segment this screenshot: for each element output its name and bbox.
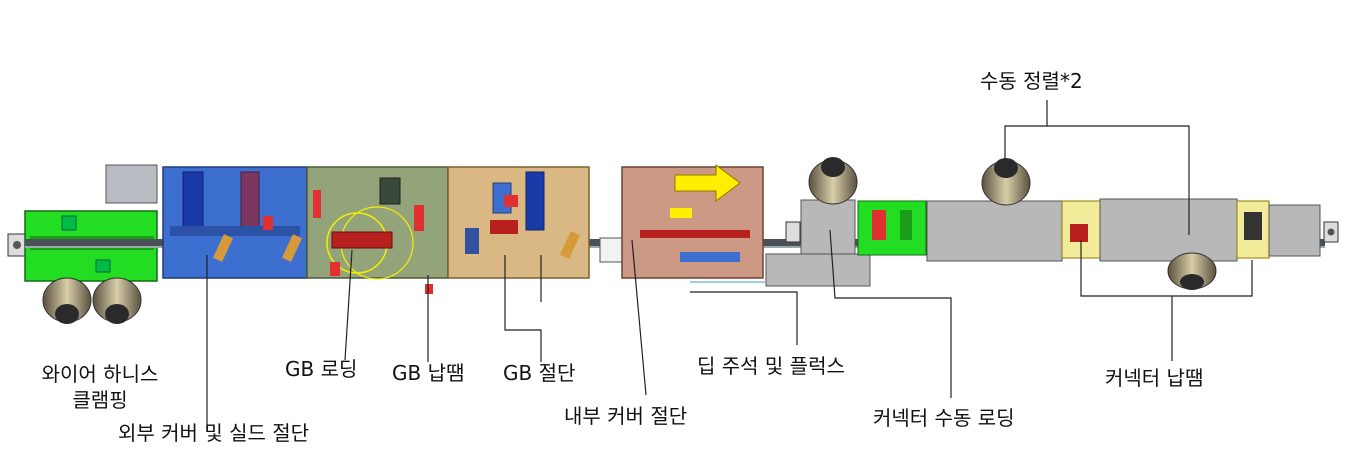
label-gb-loading: GB 로딩: [285, 357, 358, 381]
label-wire-harness-line1: 와이어 하니스: [41, 362, 159, 386]
olive-station: [306, 166, 449, 279]
gray-station-end: [1268, 204, 1321, 257]
leader-lines: [206, 100, 1253, 430]
gray-station-3: [1099, 198, 1238, 262]
label-connector-soldering: 커넥터 납땜: [1105, 366, 1204, 390]
leader-connector-manual: [829, 229, 952, 398]
label-gb-soldering: GB 납땜: [392, 361, 465, 385]
direction-arrow: [674, 164, 741, 202]
operator-figure-1: [42, 277, 92, 324]
lower-gray-block: [765, 253, 871, 287]
gray-station-2: [926, 200, 1063, 262]
label-gb-cutting: GB 절단: [503, 361, 576, 385]
leader-gb-cutting: [504, 255, 542, 362]
leader-connector-solder: [1080, 240, 1253, 297]
operator-figure-2: [92, 277, 142, 324]
label-inner-cover-cut: 내부 커버 절단: [564, 404, 688, 428]
label-connector-manual-loading: 커넥터 수동 로딩: [873, 406, 1015, 430]
label-manual-alignment: 수동 정렬*2: [980, 69, 1083, 93]
gray-box: [105, 164, 158, 204]
leader-dip-tin: [690, 291, 798, 345]
label-wire-harness-line2: 클램핑: [72, 388, 128, 412]
label-dip-tin-flux: 딥 주석 및 플럭스: [697, 354, 845, 378]
leader-inner-cover: [631, 239, 647, 396]
leader-manual-align: [1004, 125, 1190, 235]
tan-station: [447, 166, 590, 279]
label-wire-harness-clamping: 와이어 하니스 클램핑: [30, 361, 170, 413]
label-outer-cover-shield-cut: 외부 커버 및 실드 절단: [118, 421, 310, 445]
green-connector-station: [857, 200, 927, 256]
operator-figure-3: [808, 157, 858, 205]
operator-figure-5: [1167, 252, 1217, 290]
gray-station-1: [800, 199, 856, 255]
operator-figure-4: [981, 158, 1031, 206]
leader-gb-loading: [344, 249, 353, 361]
